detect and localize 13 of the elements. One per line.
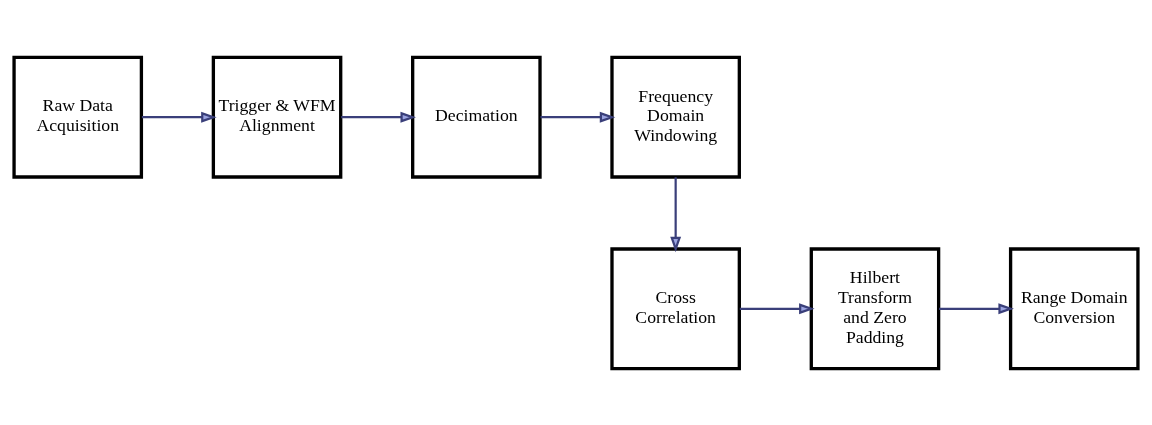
node-box: Raw Data Acquisition xyxy=(12,55,144,179)
node-box: Hilbert Transform and Zero Padding xyxy=(809,246,941,370)
arrow xyxy=(540,111,616,123)
node-box: Frequency Domain Windowing xyxy=(610,55,741,179)
arrow xyxy=(739,302,815,314)
arrow xyxy=(670,176,682,252)
node-box: Range Domain Conversion xyxy=(1008,246,1140,370)
node-box: Cross Correlation xyxy=(610,246,741,370)
arrow xyxy=(341,111,416,123)
arrow xyxy=(939,302,1014,314)
node-box: Decimation xyxy=(411,55,542,179)
arrow xyxy=(141,111,217,123)
node-box: Trigger & WFM Alignment xyxy=(211,55,343,179)
